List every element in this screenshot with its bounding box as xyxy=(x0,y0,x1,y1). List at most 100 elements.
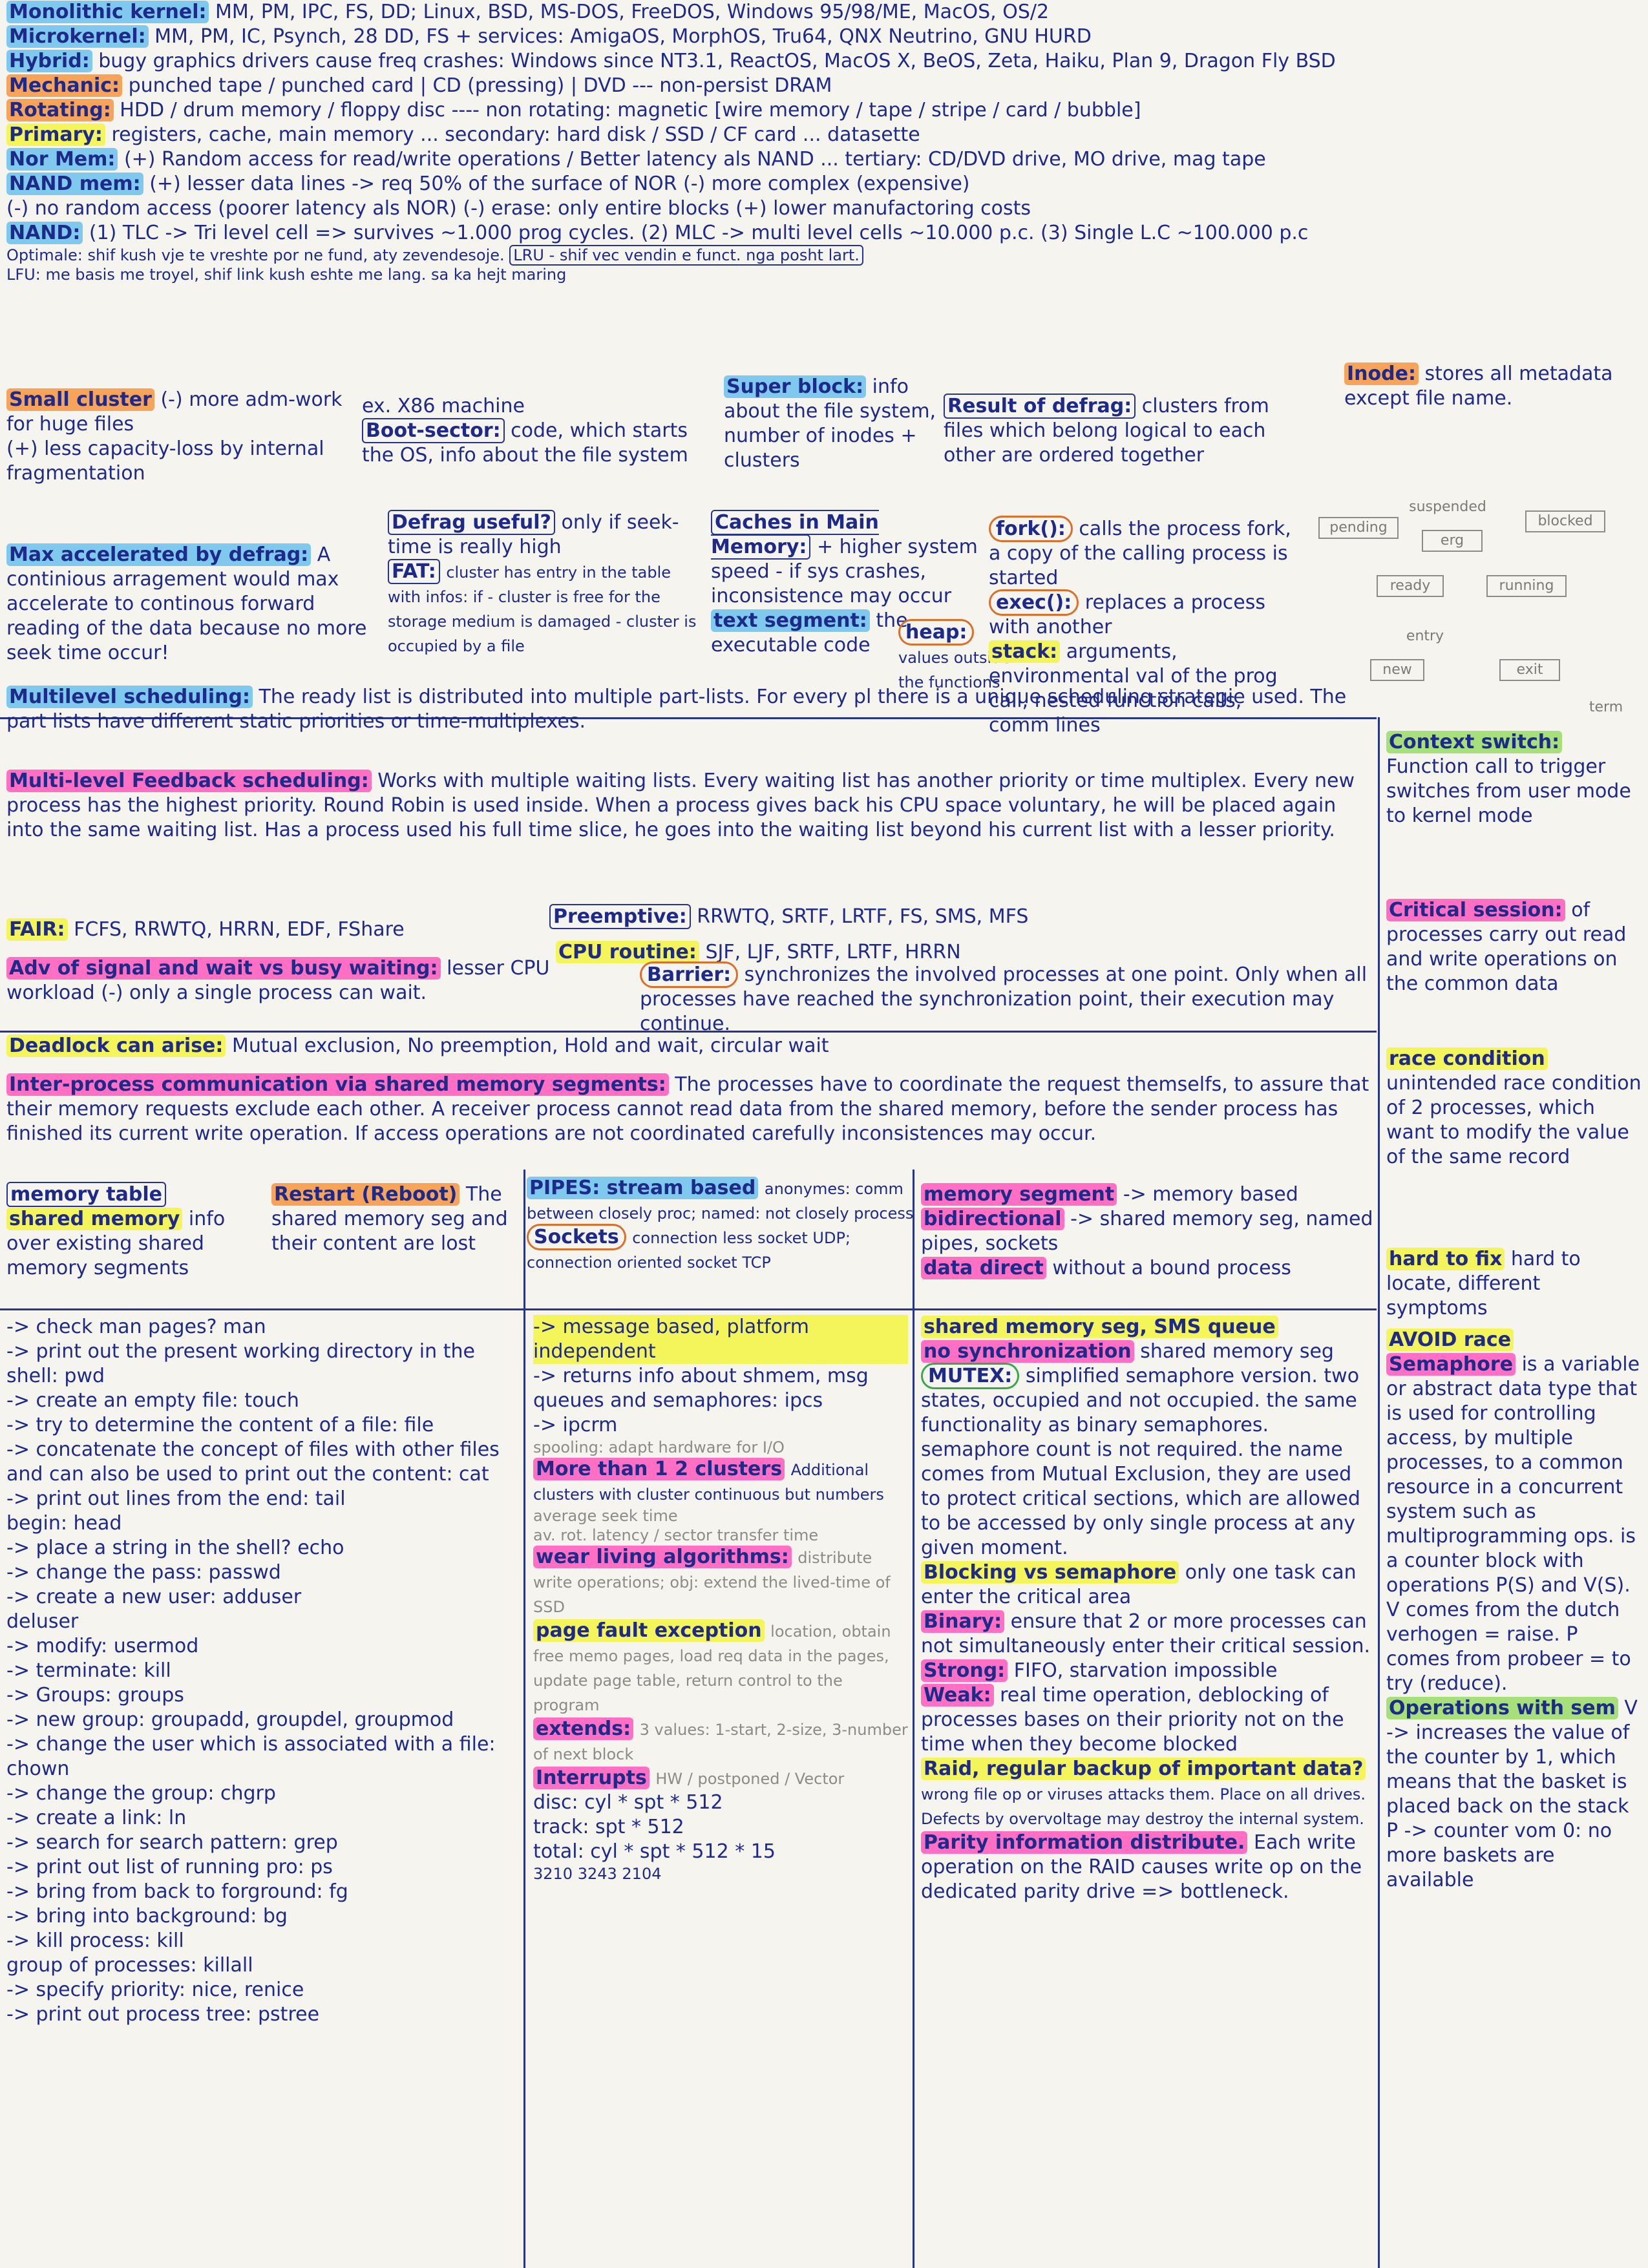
sem-operations-note: Operations with sem V -> increases the v… xyxy=(1386,1697,1638,1818)
caches-note: Caches in Main Memory: + higher system s… xyxy=(711,510,978,656)
fork-exec-stack-note: fork(): calls the process fork, a copy o… xyxy=(989,516,1293,738)
ipcs-note: -> returns info about shmem, msg queues … xyxy=(533,1365,869,1412)
adv-signal-note: Adv of signal and wait vs busy waiting: … xyxy=(6,957,550,1004)
cmd-pwd: -> print out the present working directo… xyxy=(6,1340,475,1387)
max-accelerated-note: Max accelerated by defrag: A continious … xyxy=(6,543,367,664)
strong-note: Strong: FIFO, starvation impossible xyxy=(921,1659,1373,1683)
barrier-note: Barrier: synchronizes the involved proce… xyxy=(640,961,1377,1036)
more-clusters-note: More than 1 2 clusters Additional cluste… xyxy=(533,1458,884,1504)
nor-line: Nor Mem: (+) Random access for read/writ… xyxy=(6,147,1622,172)
preemptive-note: Preemptive: RRWTQ, SRTF, LRTF, FS, SMS, … xyxy=(549,904,1389,929)
cmd-head: begin: head xyxy=(6,1512,122,1535)
page-fault-note: page fault exception location, obtain fr… xyxy=(533,1619,891,1714)
track-formula: track: spt * 512 xyxy=(533,1816,684,1838)
cmd-groups: -> Groups: groups xyxy=(6,1684,184,1706)
divider-bottom xyxy=(0,1308,1377,1310)
cmd-groupadd: -> new group: groupadd, groupdel, groupm… xyxy=(6,1708,454,1731)
restart-note: Restart (Reboot) The shared memory seg a… xyxy=(271,1183,508,1255)
cmd-adduser: -> create a new user: adduser xyxy=(6,1586,302,1608)
monolithic-line: Monolithic kernel: MM, PM, IPC, FS, DD; … xyxy=(6,0,1622,25)
race-condition-note: race condition unintended race condition… xyxy=(1386,1047,1642,1168)
nand-minus-line: (-) no random access (poorer latency als… xyxy=(6,197,1031,220)
memory-segment-note: memory segment -> memory based bidirecti… xyxy=(921,1183,1373,1279)
cmd-kill: -> kill process: kill xyxy=(6,1929,184,1952)
inode-note: Inode: stores all metadata except file n… xyxy=(1344,362,1613,410)
primary-line: Primary: registers, cache, main memory .… xyxy=(6,123,1622,147)
super-block-note: Super block: info about the file system,… xyxy=(724,375,936,472)
multilevel-note: Multilevel scheduling: The ready list is… xyxy=(6,686,1347,733)
ipc-note: Inter-process communication via shared m… xyxy=(6,1073,1369,1145)
optimal-line: Optimale: shif kush vje te vreshte por n… xyxy=(6,245,1622,266)
cmd-file: -> try to determine the content of a fil… xyxy=(6,1414,434,1436)
cmd-nice: -> specify priority: nice, renice xyxy=(6,1979,304,2001)
cmd-usermod: -> modify: usermod xyxy=(6,1635,199,1657)
feedback-note: Multi-level Feedback scheduling: Works w… xyxy=(6,770,1355,841)
state-term: term xyxy=(1589,699,1623,715)
cmd-touch: -> create an empty file: touch xyxy=(6,1389,299,1412)
state-new: new xyxy=(1370,659,1424,681)
p-counter-note: P -> counter vom 0: no more baskets are … xyxy=(1386,1820,1612,1891)
cmd-echo: -> place a string in the shell? echo xyxy=(6,1537,344,1559)
mechanic-line: Mechanic: punched tape / punched card | … xyxy=(6,74,1622,98)
parity-note: Parity information distribute. Each writ… xyxy=(921,1831,1362,1903)
cmd-chgrp: -> change the group: chgrp xyxy=(6,1782,276,1805)
small-cluster-note: Small cluster (-) more adm-work for huge… xyxy=(6,388,343,485)
cpu-routine-note: CPU routine: SJF, LJF, SRTF, LRTF, HRRN xyxy=(556,940,1331,965)
context-switch-note: Context switch: Function call to trigger… xyxy=(1386,731,1631,827)
critical-session-note: Critical session: of processes carry out… xyxy=(1386,899,1627,995)
cmd-killall: group of processes: killall xyxy=(6,1954,253,1977)
fair-note: FAIR: FCFS, RRWTQ, HRRN, EDF, FShare xyxy=(6,918,549,942)
cmd-tail: -> print out lines from the end: tail xyxy=(6,1487,346,1510)
col-rule-1 xyxy=(523,1170,525,2268)
nand-cells-line: NAND: (1) TLC -> Tri level cell => survi… xyxy=(6,221,1622,246)
state-blocked: blocked xyxy=(1525,510,1605,532)
deadlock-note: Deadlock can arise: Mutual exclusion, No… xyxy=(6,1034,1377,1058)
cmd-man: -> check man pages? man xyxy=(6,1316,266,1338)
lfu-line: LFU: me basis me troyel, shif link kush … xyxy=(6,266,567,284)
divider-scheduling xyxy=(0,717,1377,719)
no-sync-note: no synchronization shared memory seg xyxy=(921,1339,1373,1364)
seek-note: average seek time xyxy=(533,1507,678,1525)
state-pending: pending xyxy=(1318,517,1399,539)
cmd-fg: -> bring from back to forground: fg xyxy=(6,1880,348,1903)
rotating-line: Rotating: HDD / drum memory / floppy dis… xyxy=(6,98,1622,123)
cmd-grep: -> search for search pattern: grep xyxy=(6,1831,338,1854)
total-formula: total: cyl * spt * 512 * 15 xyxy=(533,1840,776,1863)
message-based: -> message based, platform independent xyxy=(533,1315,908,1364)
column-two-notes: -> message based, platform independent -… xyxy=(533,1315,908,1884)
weak-note: Weak: real time operation, deblocking of… xyxy=(921,1684,1344,1756)
disc-numbers: 3210 3243 2104 xyxy=(533,1865,662,1883)
raid-note: Raid, regular backup of important data? … xyxy=(921,1758,1366,1828)
wear-note: wear living algorithms: distribute write… xyxy=(533,1546,891,1616)
column-four-notes: AVOID race Semaphore is a variable or ab… xyxy=(1386,1328,1642,1893)
spooling-note: spooling: adapt hardware for I/O xyxy=(533,1438,785,1456)
hybrid-line: Hybrid: bugy graphics drivers cause freq… xyxy=(6,49,1622,74)
mutex-note: MUTEX: simplified semaphore version. two… xyxy=(921,1363,1373,1560)
cmd-chown: -> change the user which is associated w… xyxy=(6,1733,496,1780)
cmd-ln: -> create a link: ln xyxy=(6,1807,187,1829)
state-exit: exit xyxy=(1499,659,1560,681)
state-erg: erg xyxy=(1422,530,1483,552)
shell-commands-list: -> check man pages? man -> print out the… xyxy=(6,1315,520,2027)
cmd-deluser: deluser xyxy=(6,1610,79,1633)
cmd-bg: -> bring into background: bg xyxy=(6,1905,288,1927)
extends-note: extends: 3 values: 1-start, 2-size, 3-nu… xyxy=(533,1717,908,1763)
col-rule-2 xyxy=(913,1170,914,2268)
disc-formula: disc: cyl * spt * 512 xyxy=(533,1791,723,1814)
column-three-notes: shared memory seg, SMS queue no synchron… xyxy=(921,1315,1373,1904)
microkernel-line: Microkernel: MM, PM, IC, Psynch, 28 DD, … xyxy=(6,25,1622,49)
top-notes: Monolithic kernel: MM, PM, IPC, FS, DD; … xyxy=(6,0,1622,284)
hard-to-fix-note: hard to fix hard to locate, different sy… xyxy=(1386,1248,1581,1319)
cmd-pstree: -> print out process tree: pstree xyxy=(6,2003,320,2026)
defrag-result-note: Result of defrag: clusters from files wh… xyxy=(944,394,1269,467)
rot-note: av. rot. latency / sector transfer time xyxy=(533,1526,819,1544)
shared-memory-note: memory table shared memory info over exi… xyxy=(6,1182,226,1279)
shared-seg-heading: shared memory seg, SMS queue xyxy=(921,1315,1373,1339)
state-entry: entry xyxy=(1406,628,1444,644)
interrupts-note: Interrupts HW / postponed / Vector xyxy=(533,1766,908,1790)
right-column-rule xyxy=(1378,717,1380,2268)
binary-note: Binary: ensure that 2 or more processes … xyxy=(921,1610,1371,1657)
nand-mem-line: NAND mem: (+) lesser data lines -> req 5… xyxy=(6,172,1622,196)
divider-ipc xyxy=(0,1031,1377,1033)
